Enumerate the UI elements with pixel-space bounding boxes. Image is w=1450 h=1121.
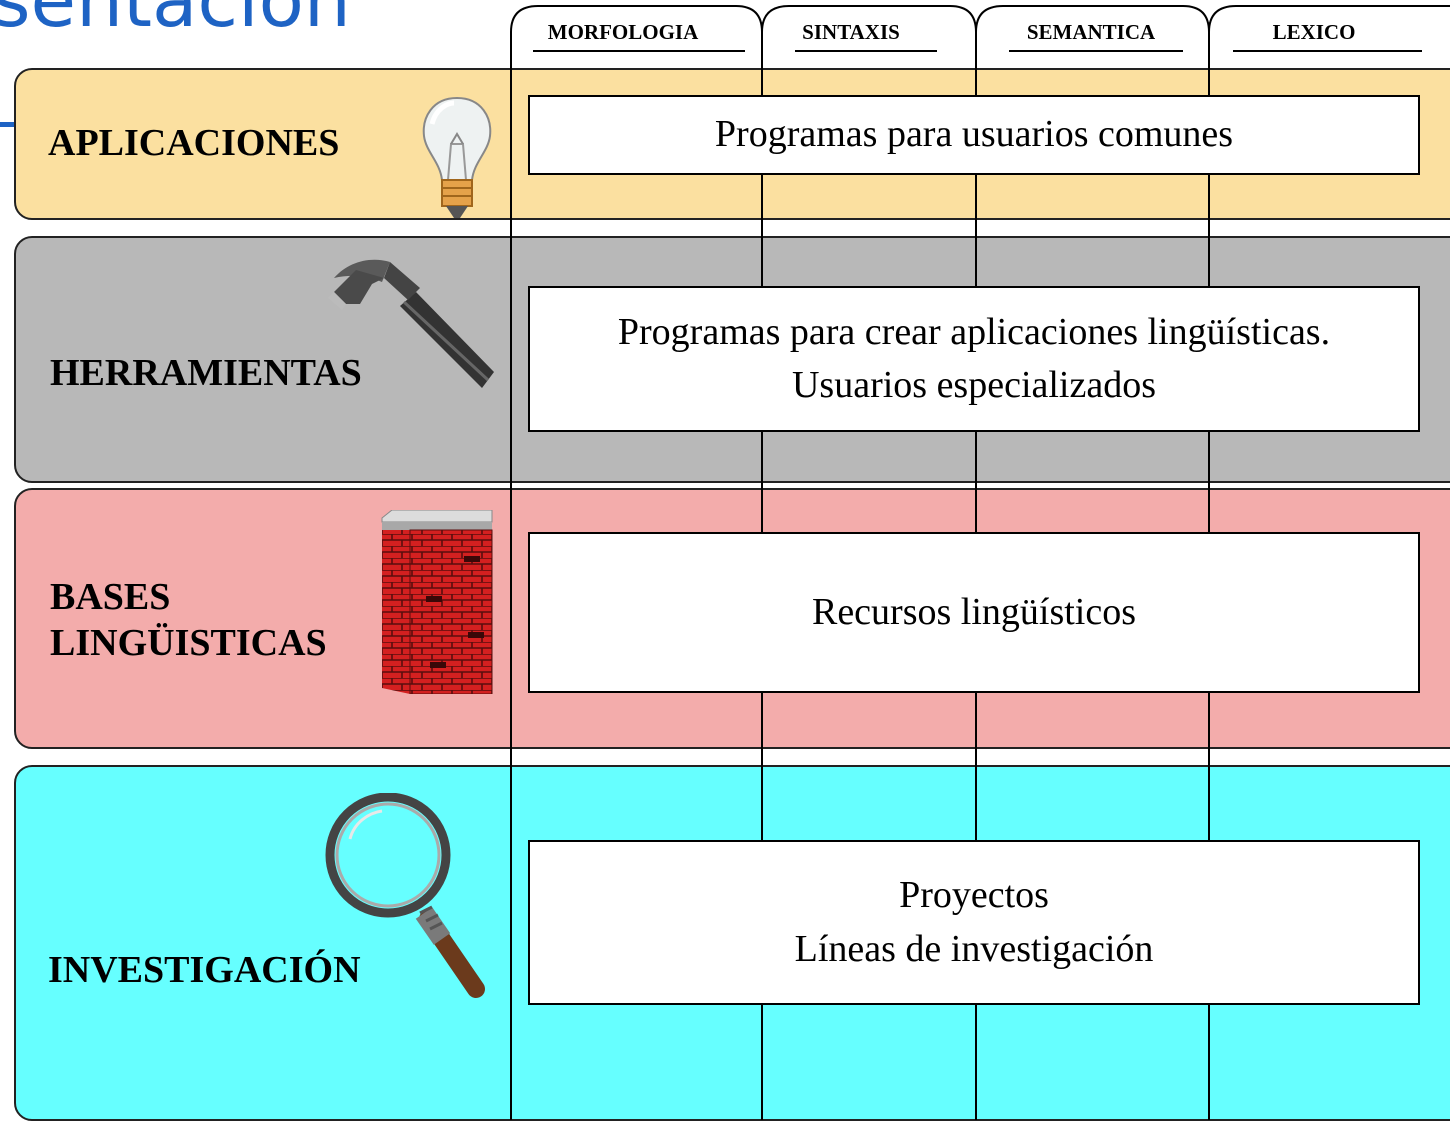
band-label-herramientas: HERRAMIENTAS xyxy=(50,352,362,394)
content-line: Usuarios especializados xyxy=(791,364,1157,406)
content-line: Proyectos xyxy=(899,874,1049,917)
content-box-herramientas: Programas para crear aplicaciones lingüí… xyxy=(528,286,1420,432)
column-header-lexico: LEXICO xyxy=(1272,20,1356,44)
band-label-bases-linguisticas: BASES LINGÜISTICAS xyxy=(50,574,327,667)
band-label-line: BASES xyxy=(50,576,171,618)
title-rule xyxy=(0,122,16,127)
content-box-aplicaciones: Programas para usuarios comunes xyxy=(528,95,1420,175)
band-label-aplicaciones: APLICACIONES xyxy=(48,122,340,164)
content-box-investigacion: Proyectos Líneas de investigación xyxy=(528,840,1420,1005)
band-label-line: LINGÜISTICAS xyxy=(50,622,327,665)
content-line: Recursos lingüísticos xyxy=(811,590,1137,633)
content-line: Líneas de investigación xyxy=(794,927,1154,970)
hammer-icon xyxy=(312,244,502,409)
column-header-sintaxis: SINTAXIS xyxy=(802,20,900,44)
column-header-underline xyxy=(1009,50,1183,52)
column-header-semantica: SEMANTICA xyxy=(1026,20,1156,44)
band-label-investigacion: INVESTIGACIÓN xyxy=(48,949,361,991)
magnifying-glass-icon xyxy=(320,792,490,1012)
content-line: Programas para crear aplicaciones lingüí… xyxy=(617,310,1331,353)
lightbulb-icon xyxy=(418,94,496,229)
column-header-underline xyxy=(533,50,745,52)
column-header-underline xyxy=(1233,50,1422,52)
column-header-morfologia: MORFOLOGIA xyxy=(547,20,699,44)
content-box-bases-linguisticas: Recursos lingüísticos xyxy=(528,532,1420,693)
content-line: Programas para usuarios comunes xyxy=(714,113,1234,156)
slide-title: sentación xyxy=(0,0,351,44)
column-header-underline xyxy=(795,50,937,52)
brick-wall-icon xyxy=(368,509,494,699)
